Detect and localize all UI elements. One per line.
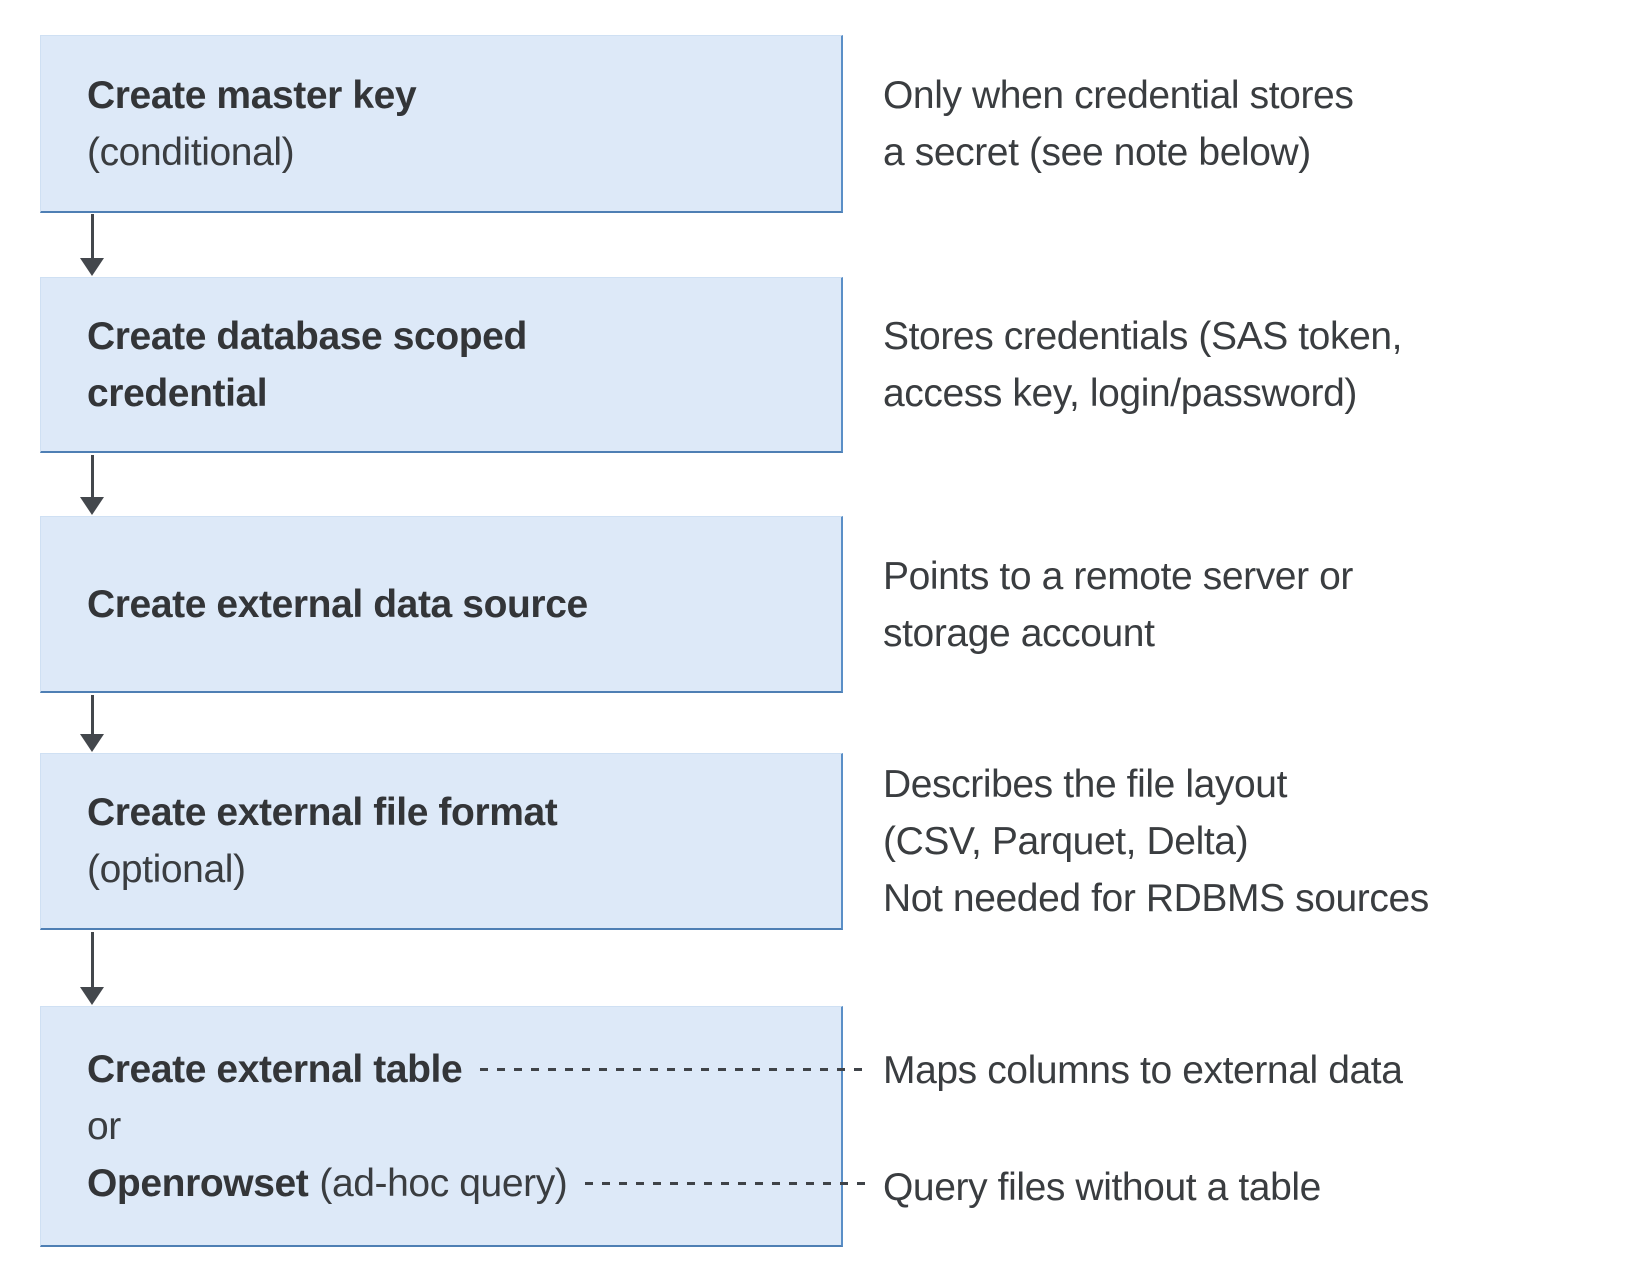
step-box-create-database-scoped-credential: Create database scoped credential <box>40 277 843 453</box>
flow-arrow-down-icon <box>80 214 104 276</box>
annotation-line: (CSV, Parquet, Delta) <box>883 820 1249 863</box>
step-box-create-external-table-or-openrowset: Create external table or Openrowset(ad-h… <box>40 1006 870 1247</box>
annotation-line: Only when credential stores <box>883 74 1354 117</box>
annotation-line: Points to a remote server or <box>883 554 1353 598</box>
arrow-shaft <box>90 932 94 987</box>
option-openrowset-qualifier: (ad-hoc query) <box>319 1161 568 1205</box>
annotation-scoped-credential: Stores credentials (SAS token, access ke… <box>883 277 1618 453</box>
arrow-head <box>80 987 104 1005</box>
annotation-line: access key, login/password) <box>883 372 1358 415</box>
step-qualifier: (optional) <box>87 848 246 891</box>
annotation-line: storage account <box>883 611 1155 655</box>
option-row-openrowset: Openrowset(ad-hoc query) <box>87 1155 870 1212</box>
step-title: Create master key <box>87 73 417 117</box>
arrow-shaft <box>90 214 94 258</box>
option-openrowset: Openrowset <box>87 1161 309 1205</box>
flow-arrow-down-icon <box>80 932 104 1005</box>
step-title: Create external data source <box>87 582 588 626</box>
step-box-create-master-key: Create master key (conditional) <box>40 35 843 213</box>
step-title: Create external file format <box>87 791 558 834</box>
flow-arrow-down-icon <box>80 455 104 515</box>
annotation-line: Query files without a table <box>883 1166 1321 1209</box>
annotation-data-source: Points to a remote server or storage acc… <box>883 516 1618 693</box>
annotation-master-key: Only when credential stores a secret (se… <box>883 35 1618 213</box>
annotation-file-format: Describes the file layout (CSV, Parquet,… <box>883 753 1618 930</box>
step-title-line2: credential <box>87 371 268 415</box>
conjunction-or: or <box>87 1104 121 1148</box>
step-title-line1: Create database scoped <box>87 314 527 358</box>
flow-arrow-down-icon <box>80 695 104 752</box>
step-box-create-external-data-source: Create external data source <box>40 516 843 693</box>
arrow-head <box>80 734 104 752</box>
step-box-create-external-file-format: Create external file format (optional) <box>40 753 843 930</box>
arrow-shaft <box>90 695 94 734</box>
annotation-line: Maps columns to external data <box>883 1049 1403 1092</box>
annotation-line: Describes the file layout <box>883 763 1288 806</box>
option-row-external-table: Create external table <box>87 1041 870 1098</box>
annotation-line: a secret (see note below) <box>883 131 1311 174</box>
annotation-line: Not needed for RDBMS sources <box>883 877 1429 920</box>
dashed-connector-icon <box>480 1067 870 1071</box>
annotation-external-table: Maps columns to external data <box>883 1042 1618 1099</box>
arrow-head <box>80 497 104 515</box>
arrow-shaft <box>90 455 94 497</box>
option-create-external-table: Create external table <box>87 1047 463 1091</box>
step-qualifier: (conditional) <box>87 130 295 174</box>
annotation-openrowset: Query files without a table <box>883 1159 1618 1216</box>
arrow-head <box>80 258 104 276</box>
annotation-line: Stores credentials (SAS token, <box>883 315 1403 358</box>
dashed-connector-icon <box>585 1181 870 1185</box>
